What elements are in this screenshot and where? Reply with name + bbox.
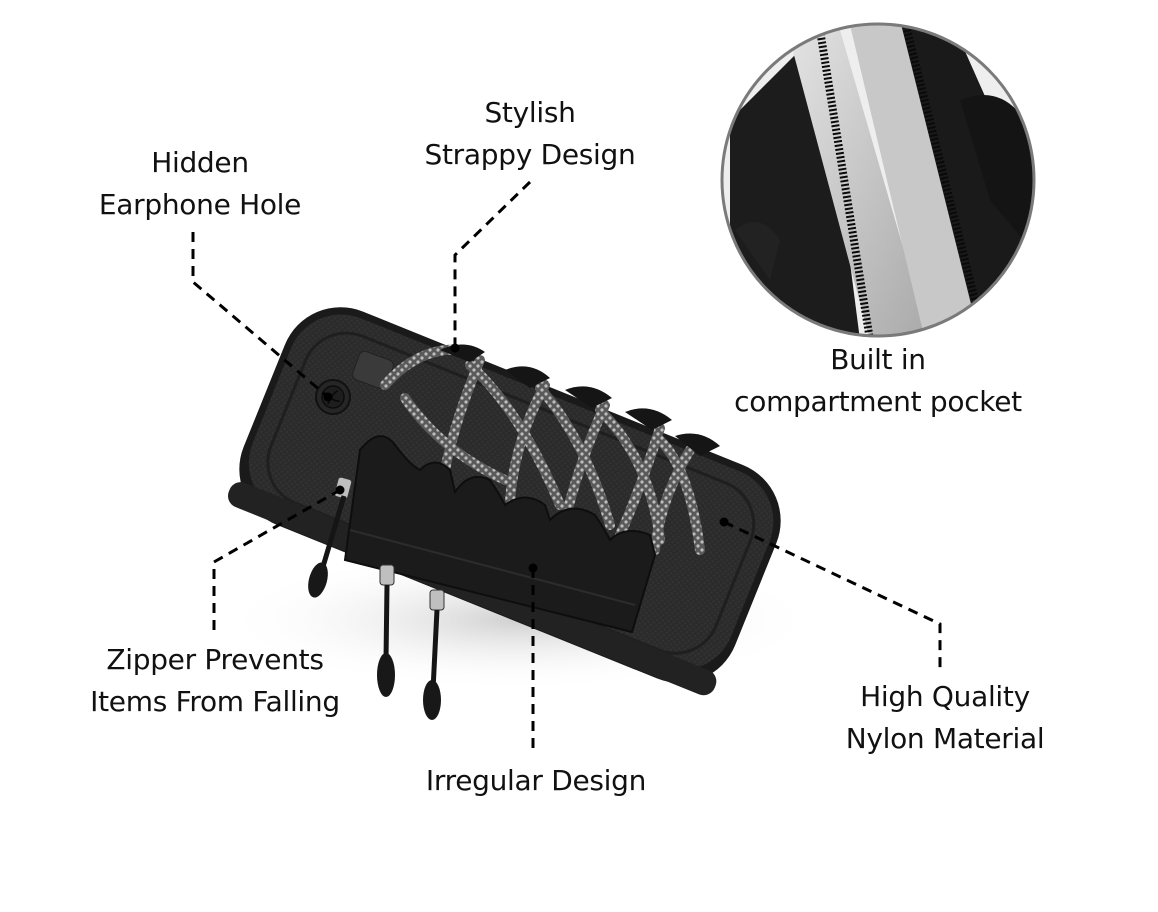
- callout-compartment: Built in compartment pocket: [718, 339, 1038, 423]
- callout-zipper: Zipper Prevents Items From Falling: [70, 639, 360, 723]
- callout-line: Stylish: [484, 96, 576, 129]
- irregular-flap: [343, 435, 657, 634]
- callout-earphone-hole: Hidden Earphone Hole: [80, 142, 320, 226]
- leader-nylon: [723, 520, 942, 672]
- callout-line: Strappy Design: [424, 138, 636, 171]
- callout-line: compartment pocket: [734, 385, 1022, 418]
- zipper-pull-mid: [377, 564, 395, 697]
- zipper-pull-right: [423, 589, 445, 720]
- callout-irregular: Irregular Design: [408, 760, 664, 802]
- compartment-inset-photo: [720, 22, 1036, 338]
- leader-zipper: [212, 488, 341, 630]
- leader-dots: [323, 343, 729, 573]
- callout-line: High Quality: [860, 680, 1030, 713]
- callout-nylon: High Quality Nylon Material: [830, 676, 1060, 760]
- leader-strappy-design: [453, 180, 532, 348]
- flap-crease: [349, 529, 636, 606]
- callout-strappy-design: Stylish Strappy Design: [410, 92, 650, 176]
- earphone-hole-icon: [315, 379, 351, 415]
- callout-line: Irregular Design: [425, 764, 647, 797]
- callout-line: Nylon Material: [845, 722, 1045, 755]
- callout-line: Zipper Prevents: [106, 643, 324, 676]
- callout-line: Built in: [830, 343, 926, 376]
- callout-line: Items From Falling: [90, 685, 340, 718]
- laces: [380, 344, 705, 555]
- callout-line: Hidden: [151, 146, 249, 179]
- leader-lines: [191, 180, 942, 755]
- callout-line: Earphone Hole: [98, 188, 302, 221]
